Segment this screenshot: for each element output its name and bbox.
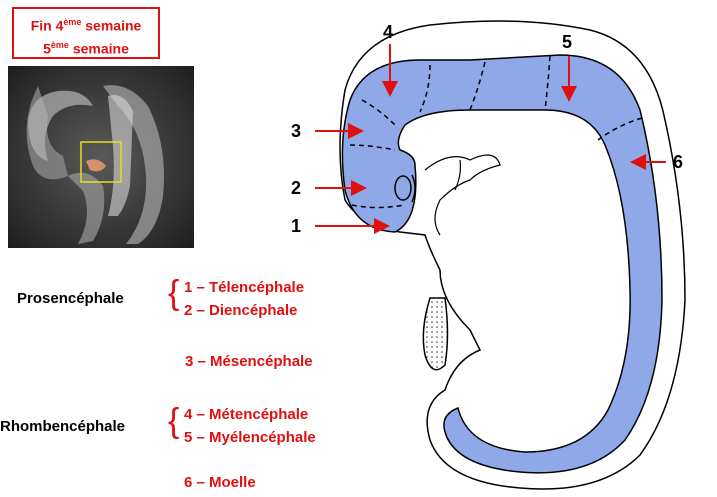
yolk-stalk	[423, 298, 447, 370]
diagram-number-3: 3	[291, 121, 301, 141]
title-line-2: 5ème semaine	[14, 36, 158, 59]
brace-rhombencephale: {	[168, 404, 179, 438]
diagram-number-2: 2	[291, 178, 301, 198]
title-line-1: Fin 4ème semaine	[14, 13, 158, 36]
neural-tube-diagram: 1 2 3 4 5 6	[280, 0, 717, 497]
diagram-number-1: 1	[291, 216, 301, 236]
embryo-micrograph	[8, 66, 194, 248]
group-label-rhombencephale: Rhombencéphale	[0, 418, 125, 435]
brace-prosencephale: {	[168, 276, 179, 310]
diagram-number-5: 5	[562, 32, 572, 52]
diagram-number-4: 4	[383, 22, 393, 42]
neural-tube	[342, 55, 662, 473]
group-label-prosencephale: Prosencéphale	[17, 290, 124, 307]
diagram-number-6: 6	[673, 152, 683, 172]
legend-item-6: 6 – Moelle	[184, 474, 256, 491]
title-box: Fin 4ème semaine 5ème semaine	[12, 7, 160, 59]
